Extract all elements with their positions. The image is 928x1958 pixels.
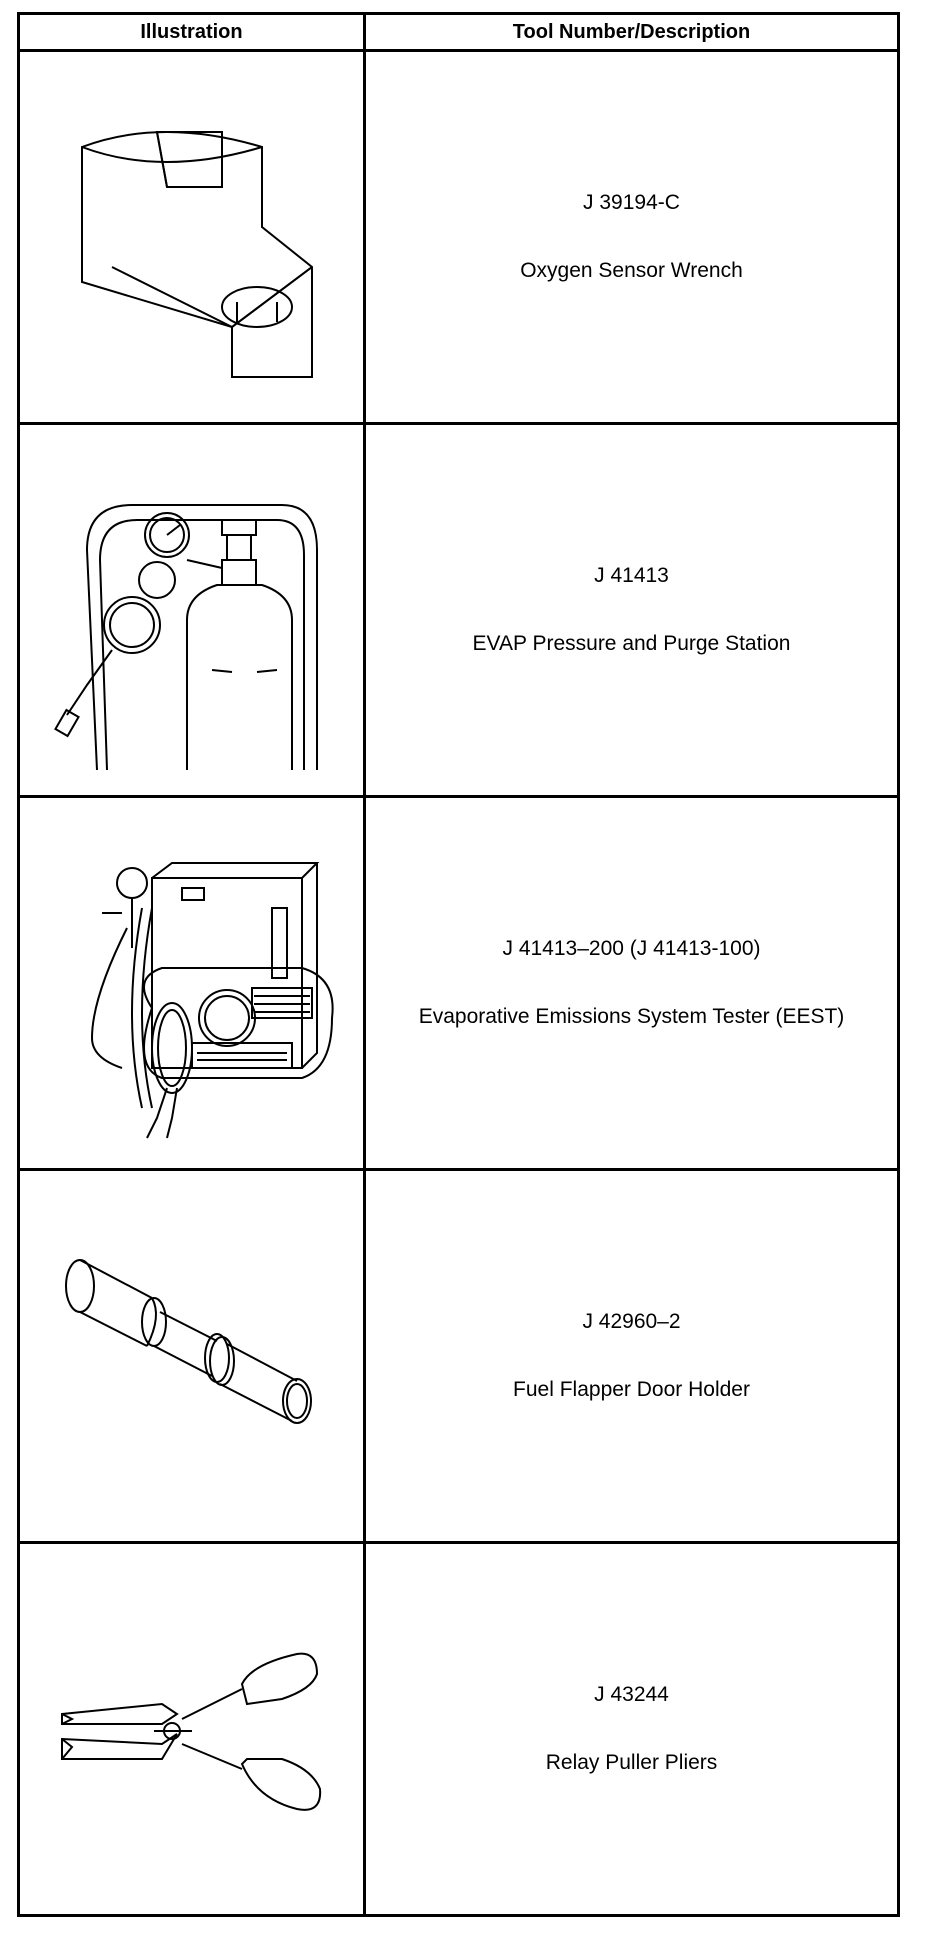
special-tools-table: Illustration Tool Number/Description <box>17 12 900 1917</box>
table-row: J 41413–200 (J 41413-100) Evaporative Em… <box>17 795 900 1171</box>
description-cell: J 42960–2 Fuel Flapper Door Holder <box>363 1168 900 1544</box>
description-cell: J 43244 Relay Puller Pliers <box>363 1541 900 1917</box>
tool-number: J 39194-C <box>583 191 680 214</box>
header-illustration: Illustration <box>17 12 366 52</box>
table-row: J 43244 Relay Puller Pliers <box>17 1541 900 1917</box>
illustration-cell <box>17 422 366 798</box>
table-row: J 39194-C Oxygen Sensor Wrench <box>17 49 900 425</box>
illustration-cell <box>17 49 366 425</box>
table-row: J 41413 EVAP Pressure and Purge Station <box>17 422 900 798</box>
description-cell: J 39194-C Oxygen Sensor Wrench <box>363 49 900 425</box>
illustration-cell <box>17 1168 366 1544</box>
tool-description: Relay Puller Pliers <box>545 1751 718 1774</box>
tool-number: J 42960–2 <box>582 1310 681 1333</box>
table-row: J 42960–2 Fuel Flapper Door Holder <box>17 1168 900 1544</box>
illustration-cell <box>17 1541 366 1917</box>
emissions-tester-icon <box>32 818 352 1148</box>
oxygen-sensor-wrench-icon <box>42 77 342 397</box>
tool-number: J 41413 <box>594 564 669 587</box>
illustration-cell <box>17 795 366 1171</box>
header-tool-description: Tool Number/Description <box>363 12 900 52</box>
tool-number: J 43244 <box>594 1683 669 1706</box>
tool-description: EVAP Pressure and Purge Station <box>472 632 791 655</box>
tool-description: Evaporative Emissions System Tester (EES… <box>418 1005 845 1028</box>
description-cell: J 41413–200 (J 41413-100) Evaporative Em… <box>363 795 900 1171</box>
tool-description: Oxygen Sensor Wrench <box>520 259 743 282</box>
header-row: Illustration Tool Number/Description <box>17 12 900 52</box>
tool-number: J 41413–200 (J 41413-100) <box>502 937 761 960</box>
evap-purge-station-icon <box>32 450 352 770</box>
description-cell: J 41413 EVAP Pressure and Purge Station <box>363 422 900 798</box>
relay-puller-pliers-icon <box>42 1619 342 1839</box>
flapper-door-holder-icon <box>42 1226 342 1486</box>
tool-description: Fuel Flapper Door Holder <box>513 1378 750 1401</box>
